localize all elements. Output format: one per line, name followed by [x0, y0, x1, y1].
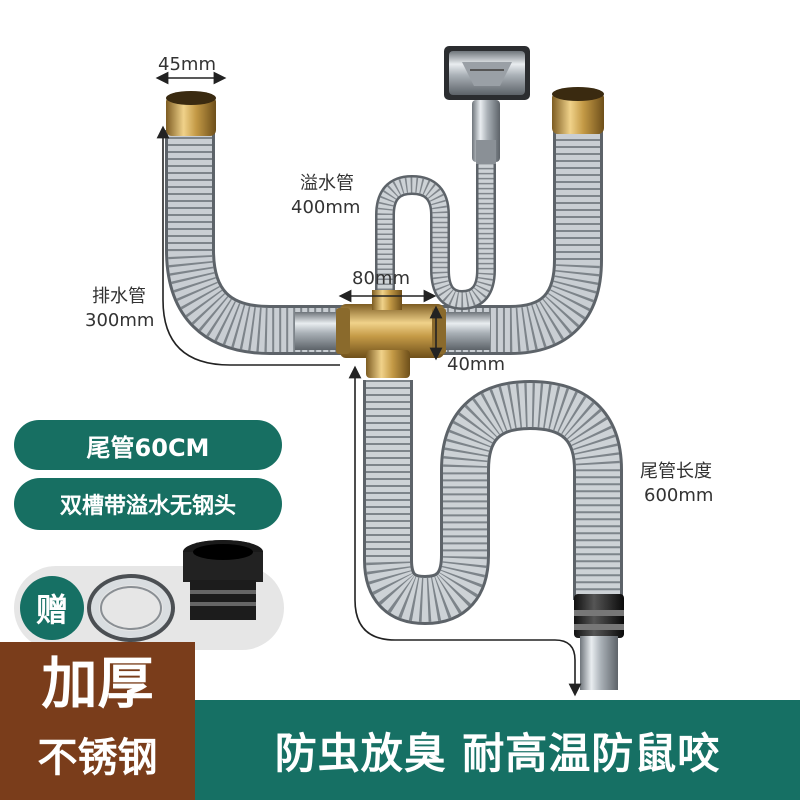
stainless-label: 不锈钢 [37, 735, 158, 781]
tee-width-label: 80mm [352, 268, 410, 289]
right-drain-hose [440, 125, 603, 355]
tail-end-pipe [580, 636, 618, 690]
thick-label: 加厚 [41, 652, 154, 717]
tee-outlet-label: 40mm [447, 354, 505, 375]
overflow-pipe-length: 400mm [291, 197, 361, 218]
brass-tee-fitting [336, 290, 446, 378]
dimension-lines [155, 71, 582, 697]
tail-hose [363, 379, 623, 626]
overflow-pipe-name: 溢水管 [300, 173, 354, 194]
drain-pipe-length: 300mm [85, 310, 155, 331]
spec-pill: 双槽带溢水无钢头 [14, 478, 282, 530]
right-brass-nut [552, 92, 604, 134]
gift-badge: 赠 [20, 576, 84, 640]
thick-steel-banner: 加厚 不锈钢 [0, 642, 195, 800]
tail-pipe-name: 尾管长度 [640, 461, 712, 482]
overflow-hose [375, 160, 496, 311]
overflow-cover-plate [444, 46, 530, 100]
tail-pipe-length: 600mm [644, 485, 714, 506]
inlet-width-label: 45mm [158, 54, 216, 75]
features-banner: 防虫放臭 耐高温防鼠咬 [195, 700, 800, 800]
left-brass-nut [166, 96, 216, 136]
drain-pipe-name: 排水管 [92, 286, 146, 307]
tail-pipe-pill: 尾管60CM [14, 420, 282, 470]
left-drain-hose [165, 130, 345, 355]
